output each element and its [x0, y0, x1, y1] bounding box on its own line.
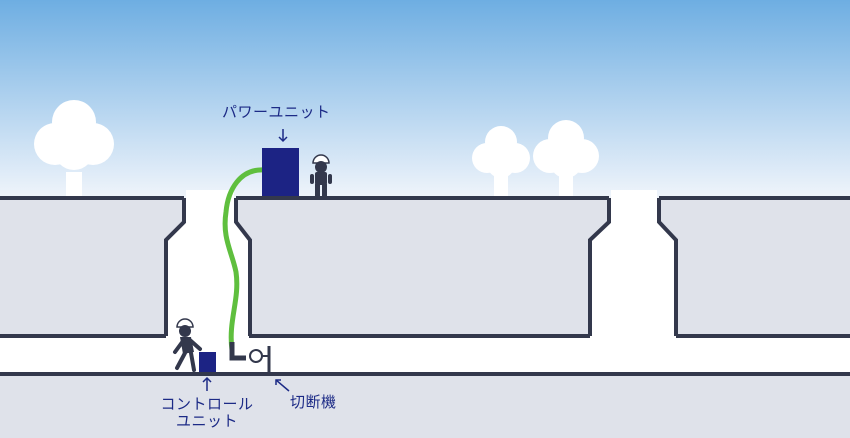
sky — [0, 0, 850, 200]
manhole-outline-right — [588, 198, 678, 336]
tree-icon — [533, 120, 599, 196]
power-unit — [262, 148, 299, 196]
manhole-shaft-left — [168, 190, 248, 338]
arrow-icon — [278, 129, 288, 143]
hose-connector — [229, 342, 246, 361]
sewer-pipe-outline — [0, 334, 850, 376]
worker-icon — [173, 318, 202, 372]
cutter-label: 切断機 — [290, 393, 337, 411]
control-unit-label: コントロール ユニット — [155, 396, 259, 430]
tree-icon — [34, 100, 114, 196]
arrow-icon — [202, 376, 212, 391]
ground — [0, 198, 850, 438]
control-unit — [199, 352, 216, 372]
control-unit-label-line1: コントロール — [160, 395, 254, 413]
sewer-pipe — [0, 336, 850, 374]
arrow-icon — [275, 379, 290, 392]
manhole-outline-left — [164, 198, 252, 336]
control-unit-label-line2: ユニット — [175, 412, 238, 430]
cutter-machine — [249, 346, 271, 372]
tree-icon — [472, 126, 530, 196]
hydraulic-hose — [222, 167, 268, 353]
manhole-shaft-right — [592, 190, 674, 338]
power-unit-label: パワーユニット — [222, 103, 331, 121]
worker-icon — [310, 154, 332, 196]
